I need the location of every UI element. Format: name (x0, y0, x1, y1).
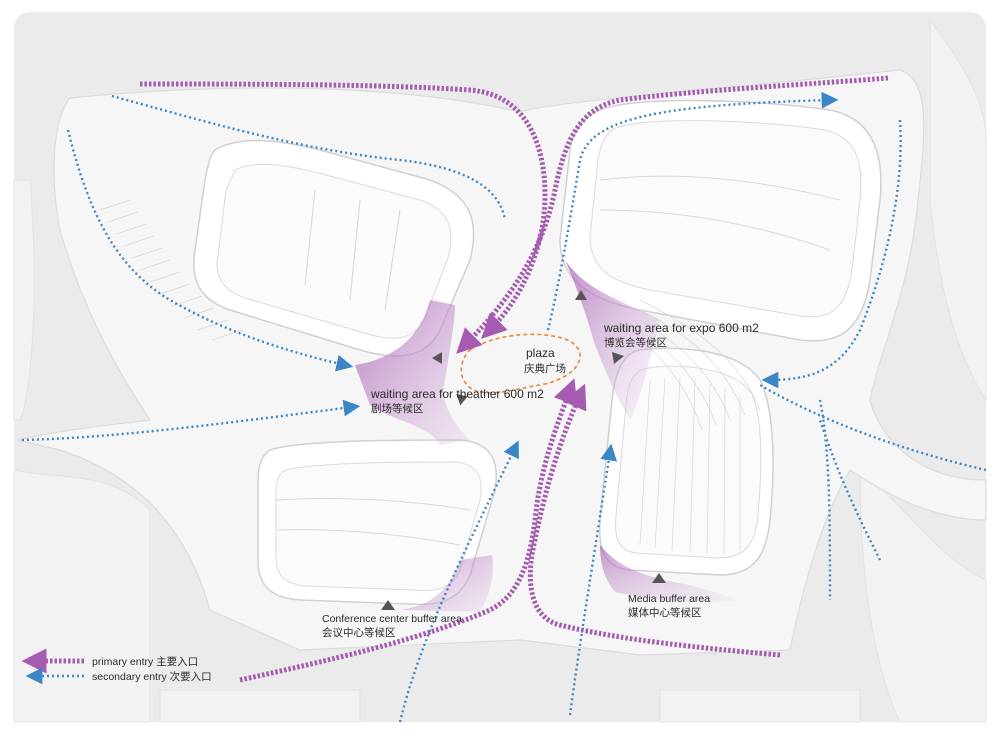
legend-secondary: secondary entry 次要入口 (25, 667, 212, 685)
media-building (598, 347, 774, 576)
media-waiting-area (600, 545, 740, 603)
legend-primary-label: primary entry 主要入口 (92, 656, 198, 668)
context-blocks (13, 18, 987, 723)
entrance-markers (381, 290, 666, 610)
secondary-flow-east (759, 383, 987, 472)
entrance-marker-theater-2 (456, 394, 468, 406)
label-expo-en: waiting area for expo 600 m2 (603, 321, 759, 335)
legend: primary entry 主要入口 secondary entry 次要入口 (21, 648, 212, 685)
secondary-flow-east-2 (818, 399, 832, 601)
secondary-flow-nw-top (111, 94, 507, 221)
expo-building (559, 99, 882, 342)
secondary-flow-se-stream (818, 419, 882, 561)
secondary-flow-ne-right (761, 119, 902, 389)
primary-flow-south-east (527, 383, 781, 658)
secondary-flow-west (21, 399, 361, 442)
entrance-marker-media (652, 573, 666, 583)
secondary-flow-ne-top (546, 91, 839, 331)
conference-waiting-area (400, 555, 493, 612)
entrance-marker-expo (575, 290, 587, 300)
label-media-cn: 媒体中心等候区 (628, 606, 702, 619)
secondary-entry-flows (21, 91, 987, 723)
primary-flow-north-west (139, 81, 548, 339)
conference-building (257, 439, 497, 606)
label-conference-cn: 会议中心等候区 (322, 626, 396, 639)
legend-secondary-label: secondary entry 次要入口 (92, 670, 212, 683)
label-theater-cn: 剧场等候区 (371, 402, 424, 415)
label-theater-en: waiting area for theather 600 m2 (370, 387, 544, 401)
theater-waiting-area (355, 300, 470, 445)
legend-primary: primary entry 主要入口 (21, 648, 198, 674)
entrance-marker-conference (381, 600, 395, 610)
label-plaza-en: plaza (526, 346, 555, 360)
expo-waiting-area (565, 260, 660, 420)
secondary-flow-south (398, 440, 519, 723)
label-expo-cn: 博览会等候区 (604, 336, 667, 349)
label-media-en: Media buffer area (628, 593, 710, 605)
theater-building (193, 139, 475, 357)
primary-entry-flows (139, 75, 889, 683)
entrance-marker-expo-2 (612, 352, 624, 364)
plaza-outline (460, 333, 581, 394)
label-plaza-cn: 庆典广场 (524, 362, 566, 375)
labels: waiting area for expo 600 m2 博览会等候区 plaz… (322, 321, 759, 639)
entrance-marker-theater (432, 352, 442, 364)
left-ramp (99, 199, 243, 341)
label-conference-en: Conference center buffer area (322, 613, 462, 625)
